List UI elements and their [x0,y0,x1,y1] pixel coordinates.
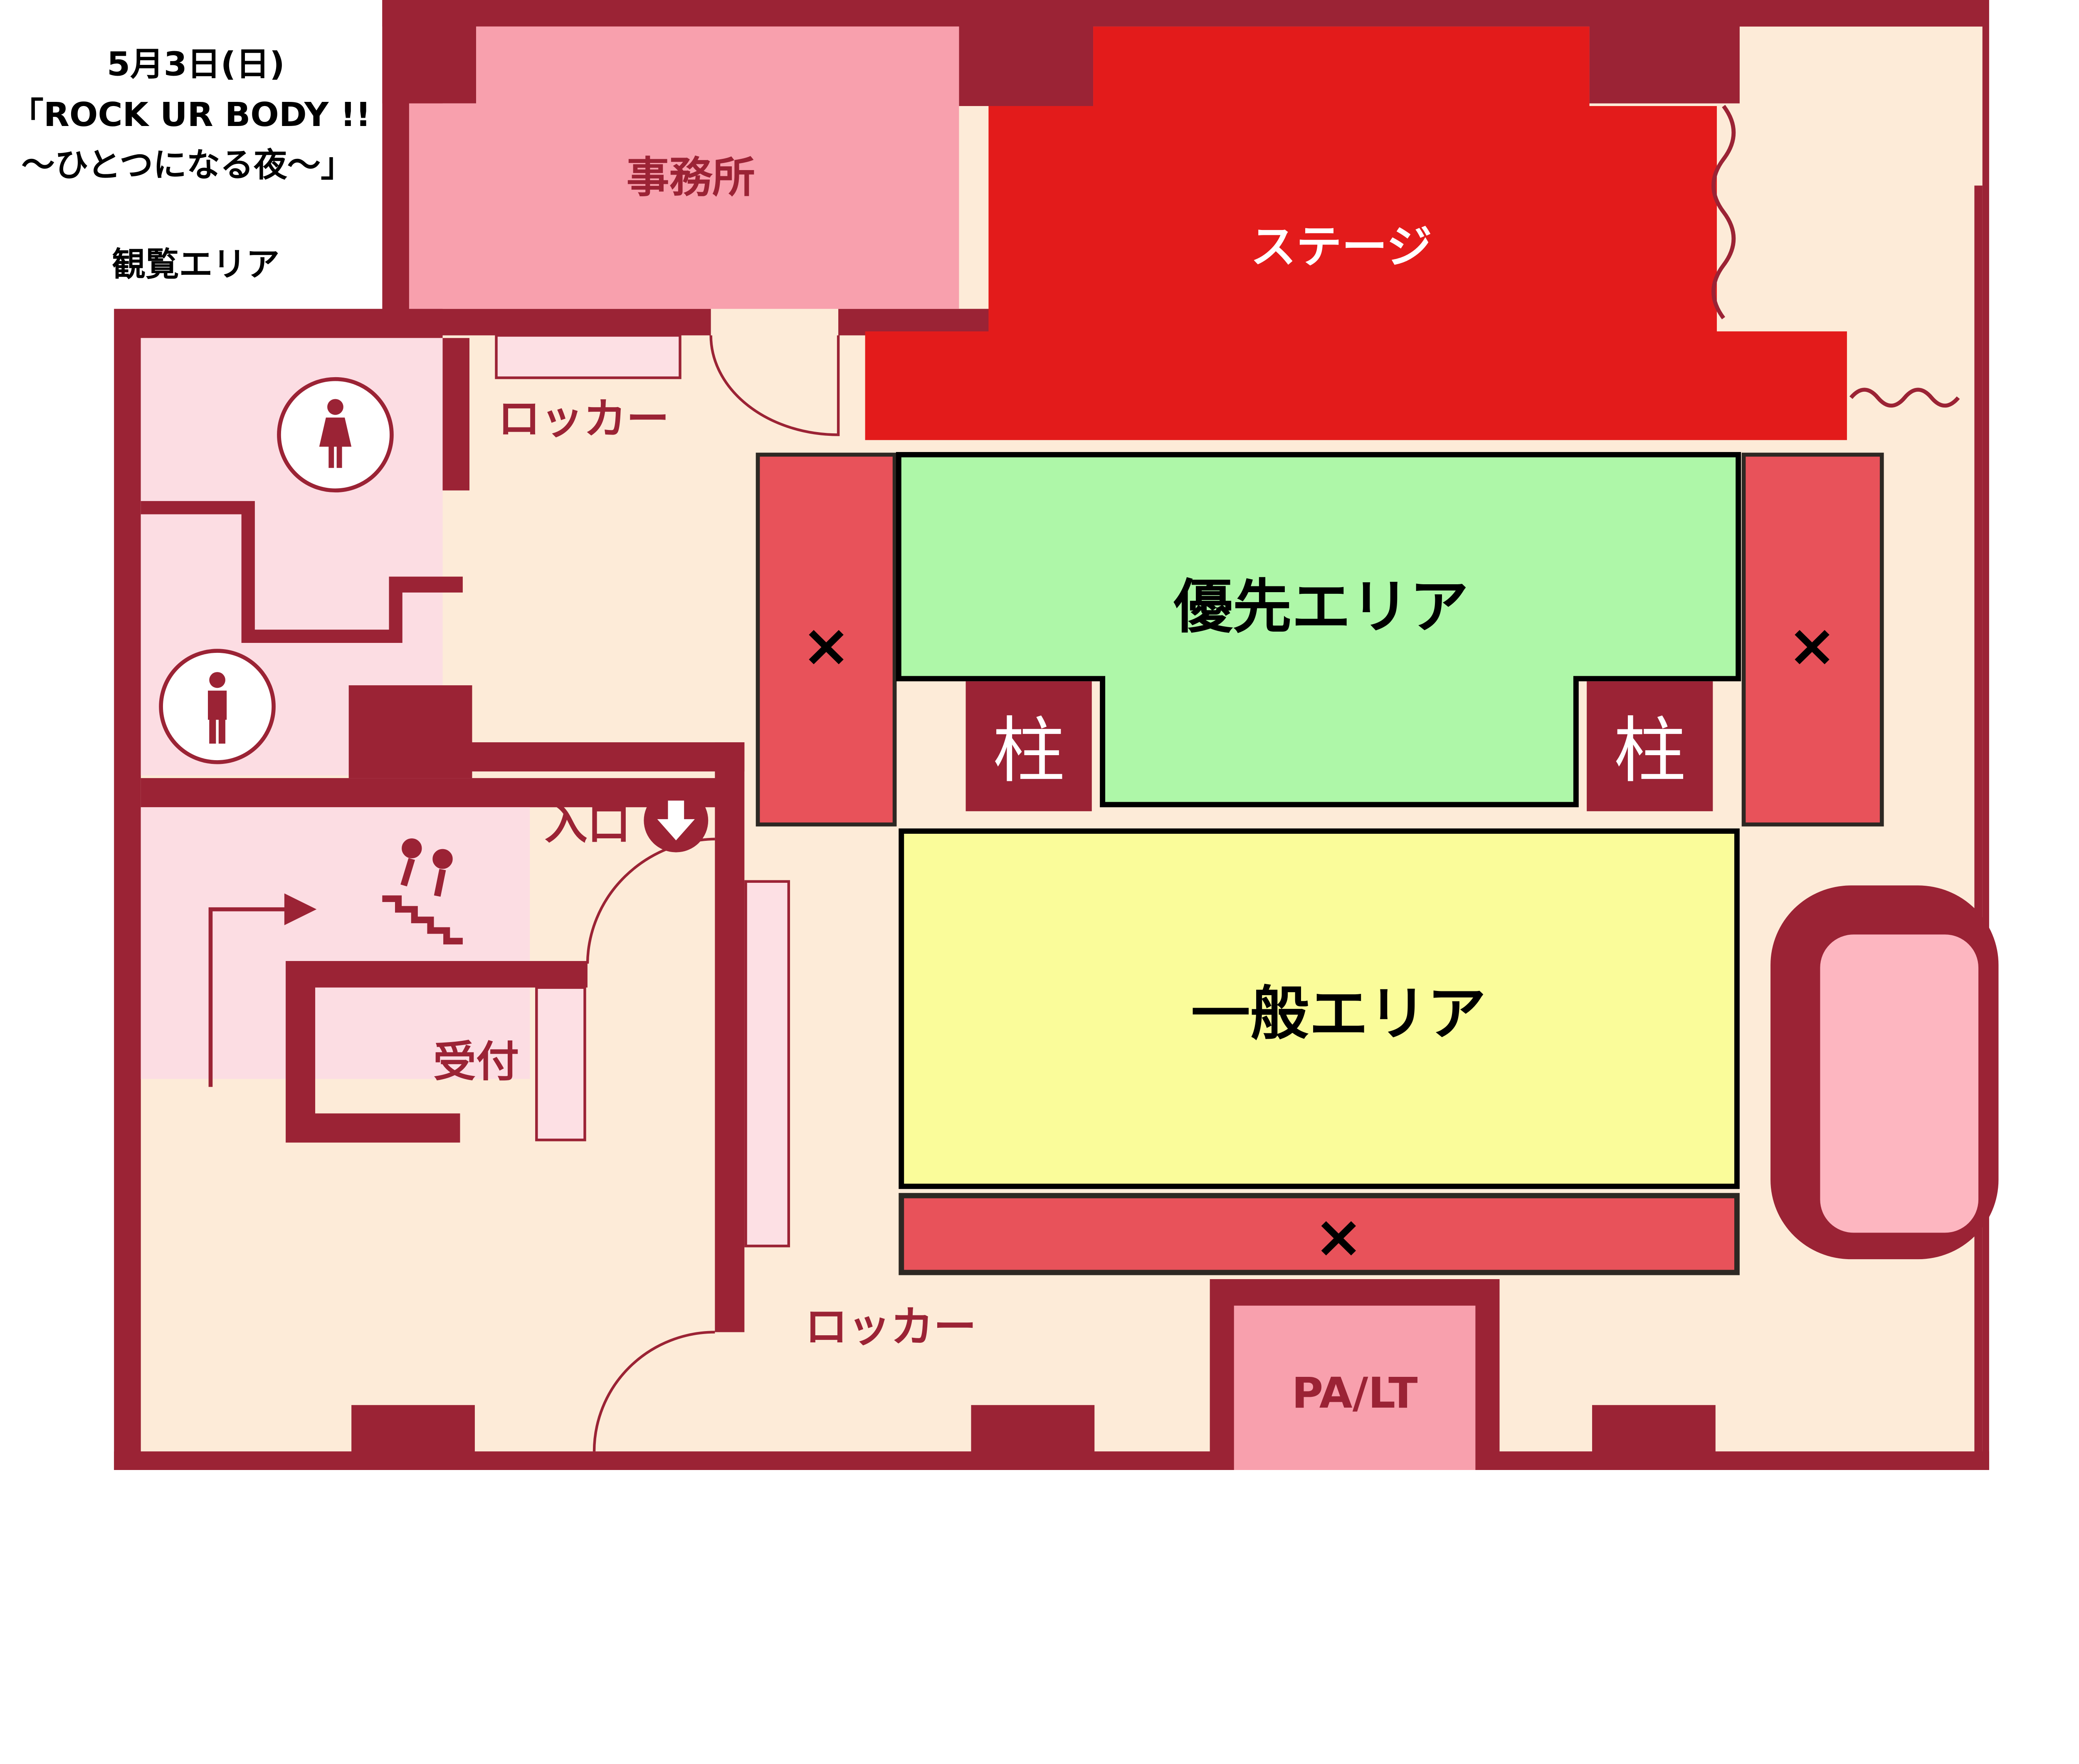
locker-middle-label: ロッカー [805,1302,976,1351]
locker-top-label: ロッカー [498,395,669,444]
locker-middle [744,880,790,1248]
office-label: 事務所 [626,153,755,203]
pa-lt-label: PA/LT [1292,1369,1418,1418]
priority-area [896,452,1741,808]
curtain [1711,105,1736,319]
right-room [1820,934,1979,1233]
direction-arrow-icon [208,893,317,1087]
female-restroom-icon [277,377,394,493]
entrance-label: 入口 [545,800,630,849]
pa-lt-booth [1234,1305,1476,1470]
restricted-zone-left [756,452,897,827]
stage [865,26,1847,440]
event-title-line2: 〜ひとつになる夜〜」 [21,146,354,184]
no-entry-mark: × [1314,1203,1363,1271]
pillar-right [1587,681,1713,811]
no-entry-mark: × [802,612,851,679]
general-area [899,828,1740,1189]
stairs-icon [382,838,463,945]
floor-map: 事務所 ステージ ロッカー 入口 受付 [0,0,1999,1470]
map-subtitle: 観覧エリア [112,245,279,283]
title-panel [0,0,383,309]
no-entry-mark: × [1788,612,1837,679]
priority-area-label: 優先エリア [1173,573,1469,641]
restricted-zone-right [1741,452,1884,827]
reception-desk [286,961,588,1143]
stairs-area [141,807,530,1079]
general-area-label: 一般エリア [1191,980,1486,1048]
pillar-left-label: 柱 [993,709,1065,793]
event-title-line1: 「ROCK UR BODY !! [10,95,371,133]
entrance-arrow-icon [644,788,709,852]
door [709,335,840,436]
pillar-right-label: 柱 [1614,709,1686,793]
restricted-zone-bottom [899,1193,1740,1275]
male-restroom-icon [159,649,276,764]
locker-top [495,334,681,379]
stage-label: ステージ [1251,221,1432,273]
event-date: 5月3日(日) [107,45,285,83]
pillar-left [965,681,1092,811]
office-room [409,26,959,309]
reception-label: 受付 [433,1038,519,1087]
